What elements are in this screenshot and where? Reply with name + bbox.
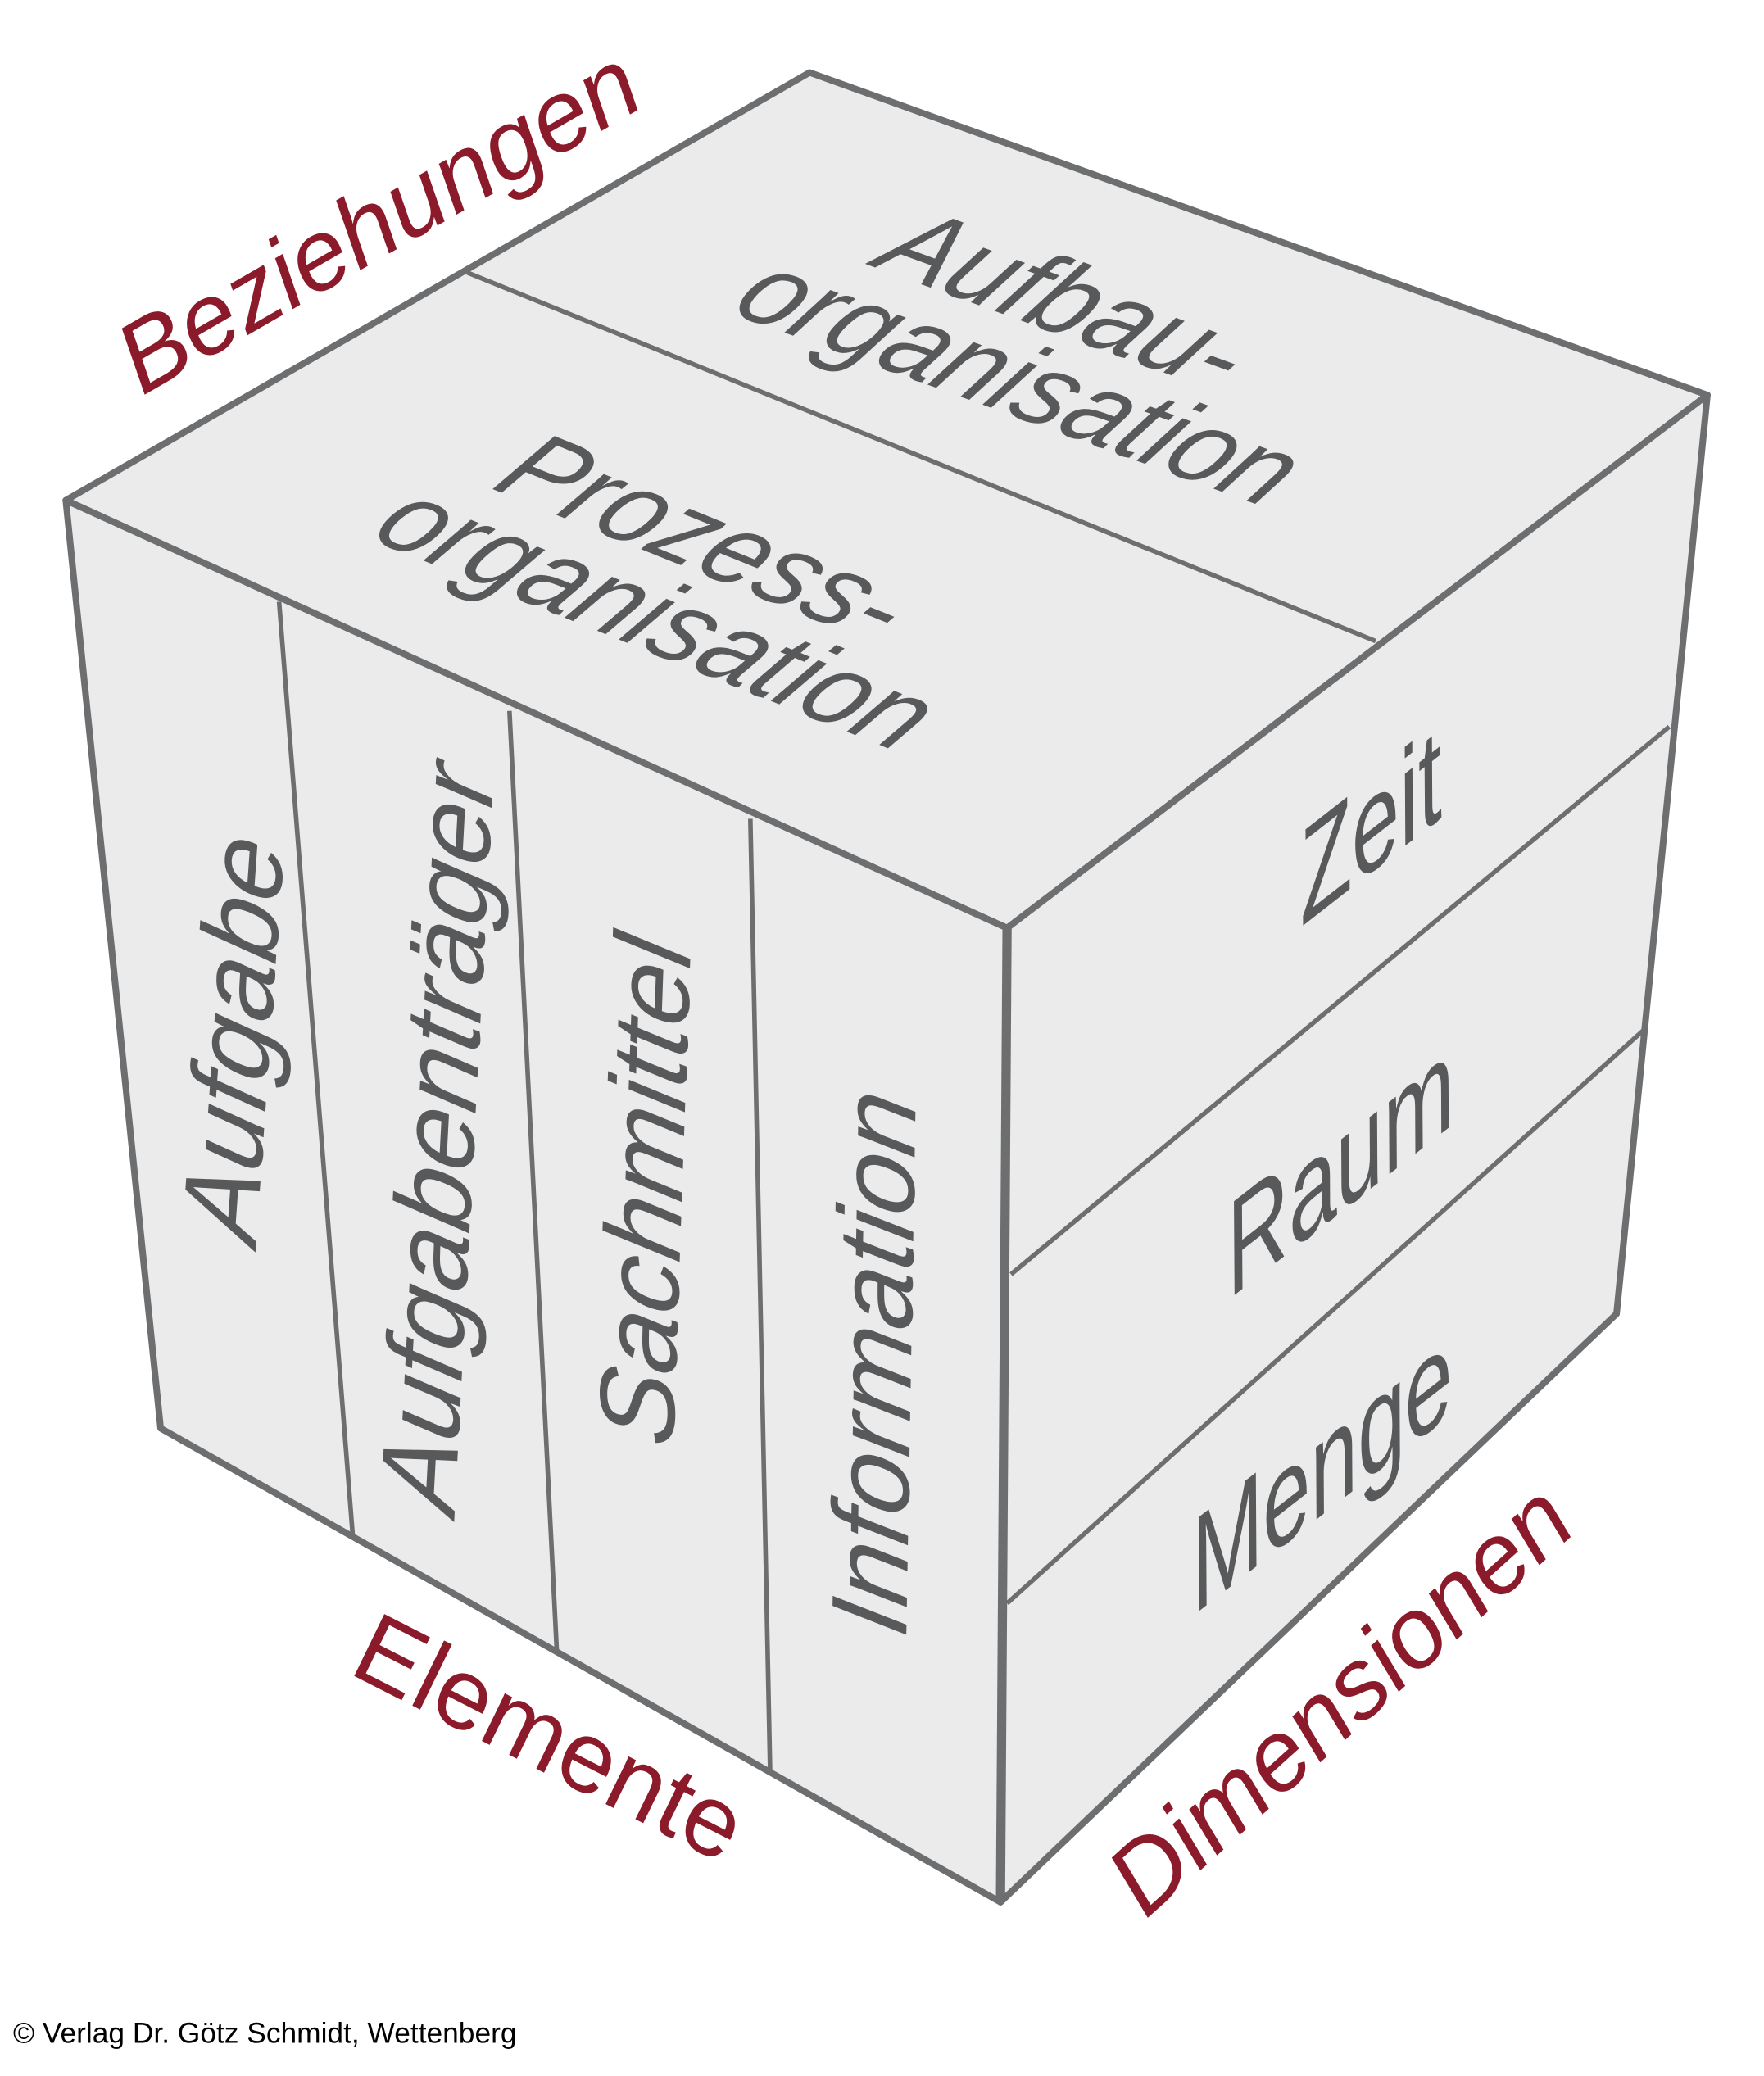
front-divider-1	[276, 601, 356, 1537]
front-divider-3	[748, 818, 773, 1771]
front-label-sachmittel: Sachmittel	[577, 922, 714, 1454]
front-label-aufgabe: Aufgabe	[160, 823, 306, 1259]
right-divider-2	[1005, 1029, 1645, 1606]
front-edge	[995, 927, 1012, 1902]
right-divider-1	[1009, 724, 1671, 1276]
copyright-text: © Verlag Dr. Götz Schmidt, Wettenberg	[13, 2018, 516, 2050]
front-label-information: Information	[809, 1081, 939, 1643]
top-divider	[466, 270, 1377, 644]
front-divider-2	[506, 710, 560, 1652]
